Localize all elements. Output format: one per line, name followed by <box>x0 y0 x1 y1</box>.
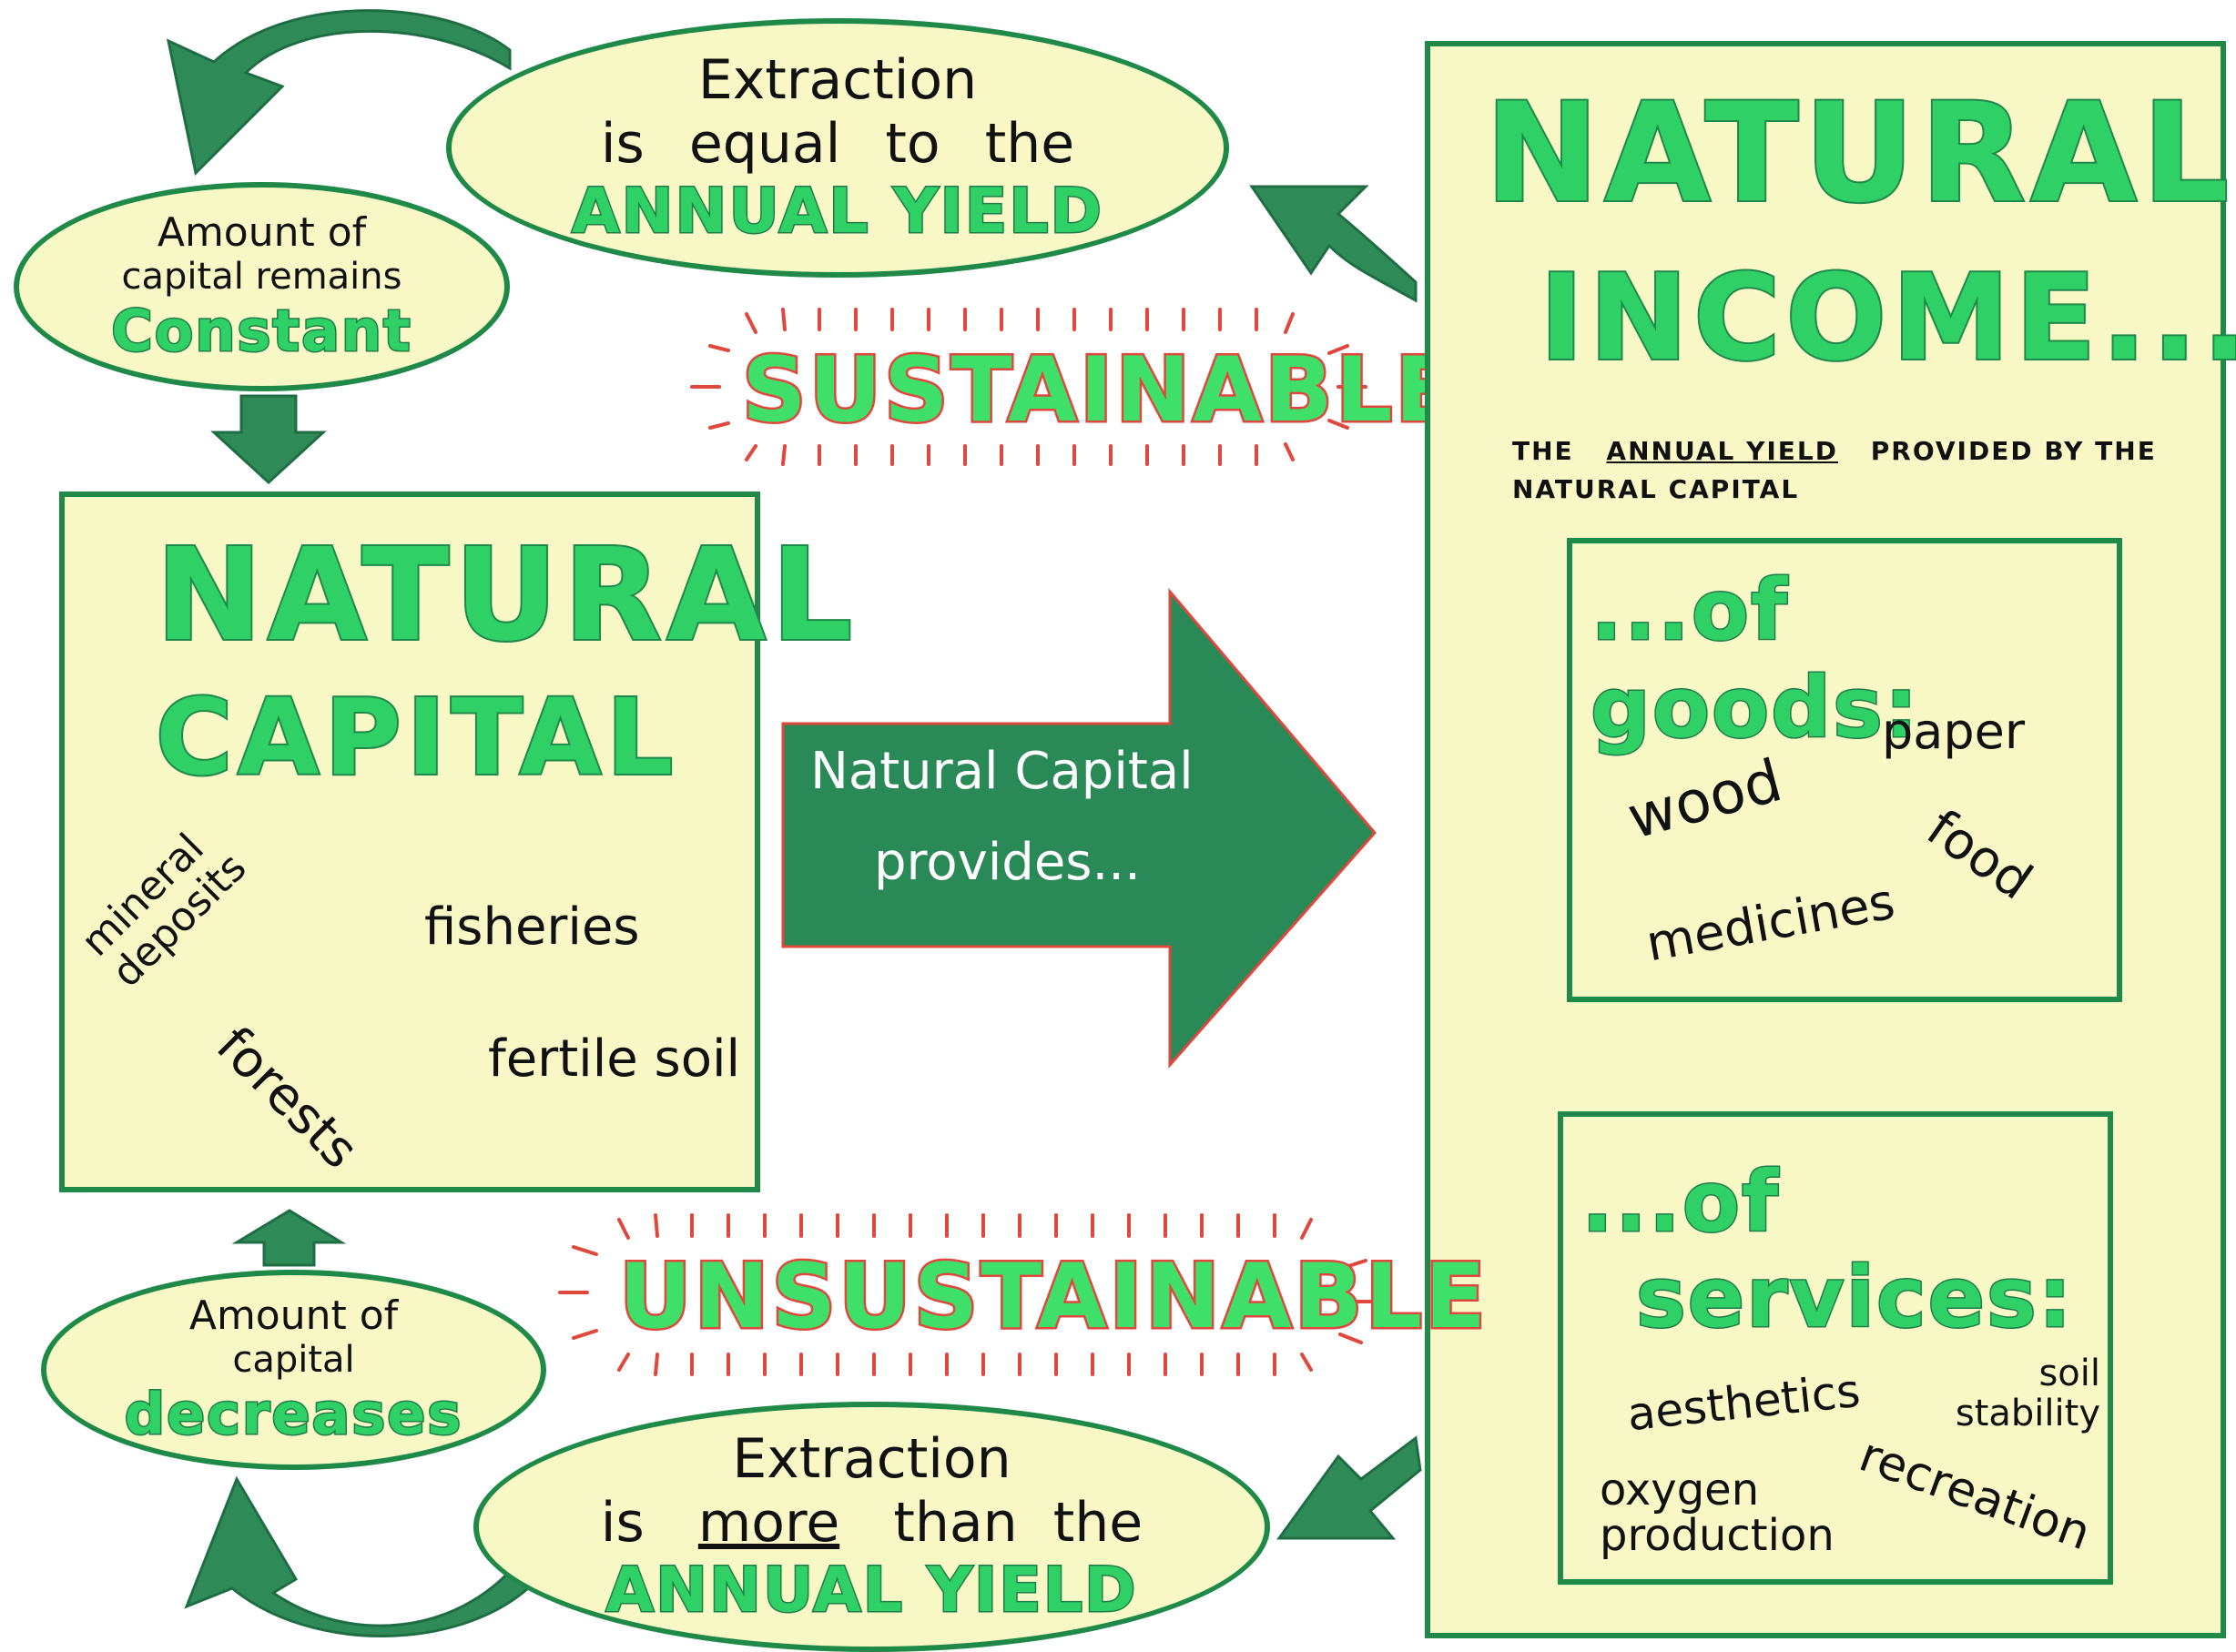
goods-item-food: food <box>1916 798 2043 912</box>
down-arrow-constant-to-capital <box>210 394 327 485</box>
capital-item-fertile-soil: fertile soil <box>488 1029 741 1089</box>
bottom-ellipse-line2-suffix: than the <box>893 1491 1143 1555</box>
constant-ellipse-line2: capital remains <box>121 256 402 298</box>
income-note-line2: NATURAL CAPITAL <box>1512 474 1800 504</box>
bottom-ellipse-line2: is more than the <box>601 1491 1143 1555</box>
top-ellipse-annual-yield: ANNUAL YIELD <box>571 175 1103 249</box>
decreases-capital-ellipse: Amount of capital decreases <box>41 1270 546 1470</box>
bottom-ellipse-more-extraction: Extraction is more than the ANNUAL YIELD <box>473 1402 1270 1652</box>
income-note-prefix: THE <box>1512 436 1574 466</box>
natural-capital-title-1: NATURAL <box>154 522 859 670</box>
goods-box: ...of goods: paper wood food medicines <box>1567 538 2122 1002</box>
arrow-income-to-bottom-ellipse <box>1276 1435 1422 1540</box>
top-ellipse-line1: Extraction <box>697 48 978 112</box>
constant-ellipse-highlight: Constant <box>110 297 412 366</box>
top-ellipse-equal-extraction: Extraction is equal to the ANNUAL YIELD <box>446 18 1229 278</box>
income-note-line1: THE ANNUAL YIELD PROVIDED BY THE <box>1512 436 2157 466</box>
center-arrow-line2: provides... <box>874 833 1141 892</box>
services-title-2: services: <box>1635 1248 2074 1348</box>
constant-ellipse-line1: Amount of <box>157 209 367 256</box>
sustainable-sparkles <box>690 308 1367 466</box>
natural-income-title-1: NATURAL <box>1483 75 2235 233</box>
services-item-aesthetics: aesthetics <box>1624 1363 1863 1442</box>
natural-income-box: NATURAL INCOME... THE ANNUAL YIELD PROVI… <box>1425 41 2236 1638</box>
decreases-ellipse-line1: Amount of <box>188 1292 399 1339</box>
bottom-ellipse-line2-prefix: is <box>600 1491 645 1555</box>
constant-capital-ellipse: Amount of capital remains Constant <box>14 182 510 391</box>
goods-title: ...of goods: <box>1590 561 1920 758</box>
arrow-income-to-top-ellipse <box>1249 185 1418 303</box>
unsustainable-sparkles <box>558 1213 1377 1376</box>
decreases-ellipse-line2: capital <box>232 1339 355 1381</box>
income-note-underlined: ANNUAL YIELD <box>1606 436 1838 466</box>
services-item-recreation: recreation <box>1852 1427 2098 1562</box>
up-arrow-decreases-to-capital <box>231 1209 347 1267</box>
top-ellipse-line2: is equal to the <box>600 112 1075 176</box>
curved-arrow-bottom-left <box>184 1475 530 1637</box>
goods-item-medicines: medicines <box>1641 872 1899 973</box>
services-title-1: ...of <box>1580 1152 1781 1252</box>
income-note-rest: PROVIDED BY THE <box>1870 436 2157 466</box>
bottom-ellipse-annual-yield: ANNUAL YIELD <box>605 1554 1138 1628</box>
natural-capital-title-2: CAPITAL <box>154 677 679 799</box>
decreases-ellipse-highlight: decreases <box>123 1380 463 1449</box>
center-arrow-shape <box>781 587 1377 1069</box>
bottom-ellipse-line1: Extraction <box>732 1427 1011 1491</box>
center-arrow-line1: Natural Capital <box>810 742 1194 801</box>
services-item-soil-stability: soil stability <box>1955 1353 2100 1434</box>
services-box: ...of services: aesthetics soil stabilit… <box>1558 1111 2113 1585</box>
unsustainable-label: UNSUSTAINABLE <box>617 1243 1489 1352</box>
goods-item-wood: wood <box>1621 747 1789 853</box>
sustainable-label: SUSTAINABLE <box>739 337 1459 445</box>
capital-item-forests: forests <box>205 1016 370 1181</box>
natural-income-title-2: INCOME... <box>1538 248 2236 387</box>
curved-arrow-top-left <box>166 9 512 177</box>
bottom-ellipse-line2-underlined: more <box>697 1491 840 1555</box>
goods-item-paper: paper <box>1882 703 2026 760</box>
natural-capital-box: NATURAL CAPITAL mineral deposits fisheri… <box>59 492 854 1192</box>
capital-item-fisheries: fisheries <box>424 897 640 957</box>
services-item-oxygen-production: oxygen production <box>1600 1465 1835 1562</box>
